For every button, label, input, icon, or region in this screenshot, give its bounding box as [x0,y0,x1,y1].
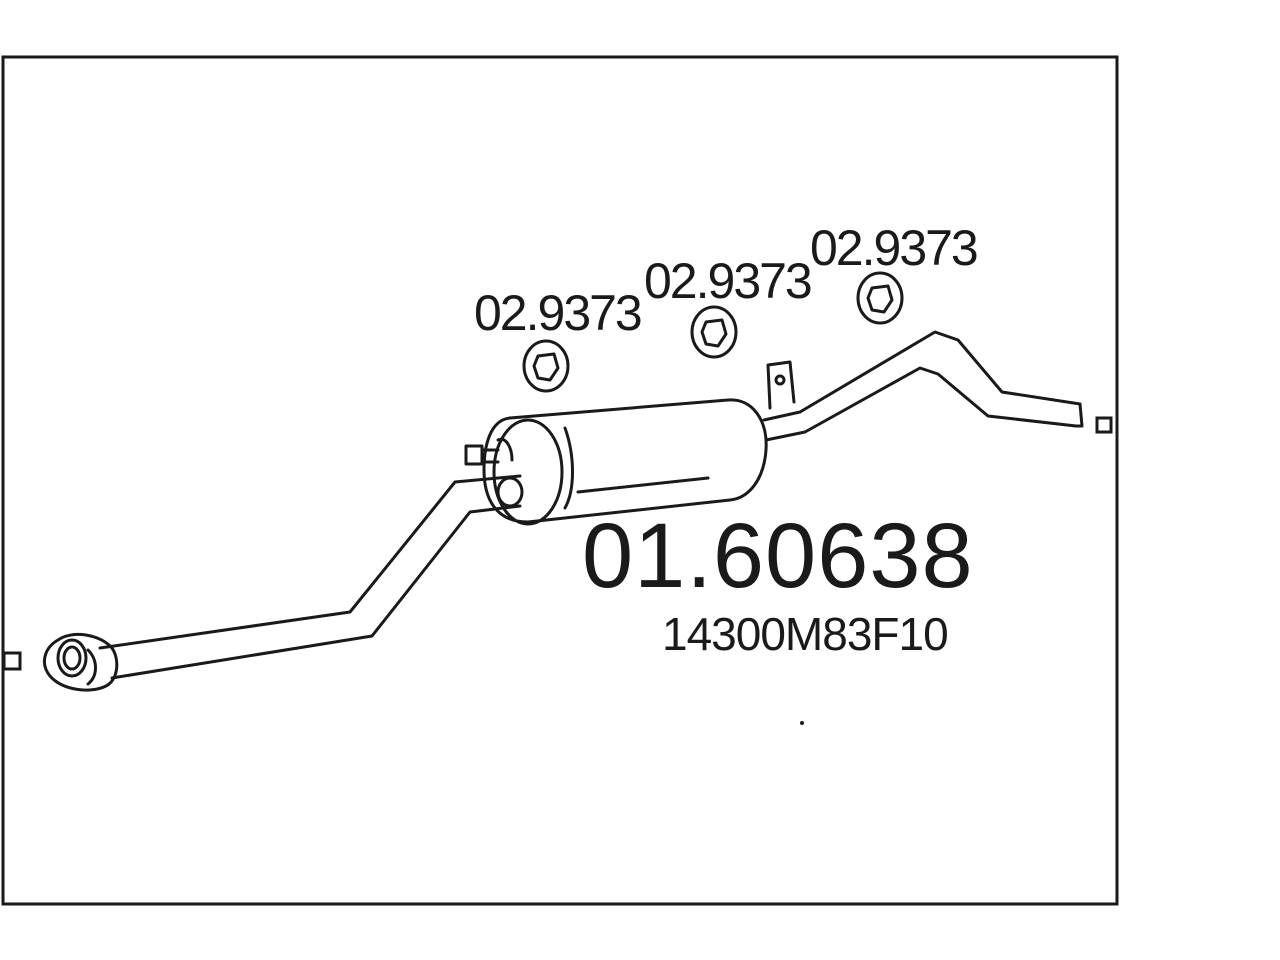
gasket-ring-3 [856,271,904,325]
gasket-label-1: 02.9373 [474,285,641,341]
gasket-label-2: 02.9373 [644,253,811,309]
inlet-flange [42,632,119,692]
stray-dot [800,721,804,725]
tail-pipe [762,330,1084,442]
part-number: 01.60638 [582,505,974,607]
gasket-ring-1 [522,339,570,393]
front-hanger [464,444,500,466]
gasket-label-3: 02.9373 [810,220,977,276]
muffler [482,398,768,526]
oem-number: 14300M83F10 [662,608,948,660]
inlet-pipe [98,474,522,680]
front-connection-marker [2,651,22,671]
gasket-ring-2 [690,305,738,359]
diagram-frame [1,55,1119,906]
rear-hanger [766,360,796,410]
rear-connection-marker [1095,416,1113,434]
